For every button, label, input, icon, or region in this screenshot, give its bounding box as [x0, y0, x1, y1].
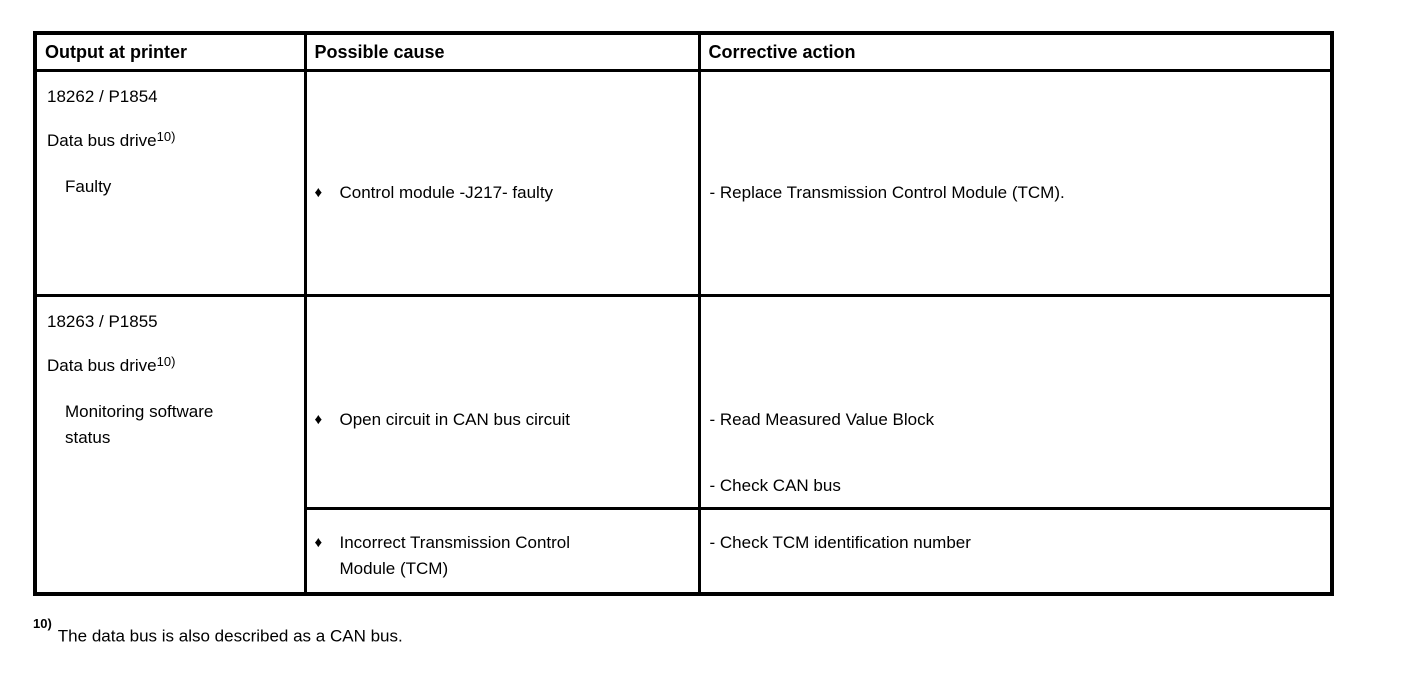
cause-text: Open circuit in CAN bus circuit: [339, 409, 571, 429]
col-header-output-at-printer: Output at printer: [33, 31, 307, 72]
footnote-ref-superscript: 10): [156, 128, 176, 144]
col-header-possible-cause: Possible cause: [303, 31, 701, 72]
dtc-code: 18262 / P1854: [47, 86, 158, 106]
diamond-bullet-icon: ♦: [314, 533, 323, 551]
dtc-description-text: Data bus drive: [47, 355, 157, 375]
footnote-text: The data bus is also described as a CAN …: [57, 626, 403, 646]
table-row-18262: 18262 / P1854 Data bus drive10) Faulty ♦…: [33, 68, 1334, 297]
footnote: 10) The data bus is also described as a C…: [33, 616, 403, 650]
dtc-table: Output at printer Possible cause Correct…: [33, 31, 1334, 596]
table-row-18263-sub1: 18263 / P1855 Data bus drive10) Monitori…: [33, 293, 1334, 596]
table-row-18263-sub2: ♦ Incorrect Transmission Control Module …: [35, 506, 1334, 596]
dtc-description: Data bus drive10): [47, 128, 296, 154]
dtc-status: Faulty: [65, 176, 112, 196]
dtc-code: 18263 / P1855: [47, 311, 158, 331]
cell-output-18263: 18263 / P1855 Data bus drive10) Monitori…: [33, 293, 307, 596]
cause-item: ♦ Control module -J217- faulty: [315, 180, 690, 206]
cause-text: Incorrect Transmission Control Module (T…: [339, 532, 571, 578]
footnote-marker: 10): [33, 616, 52, 631]
diamond-bullet-icon: ♦: [314, 410, 323, 428]
col-header-corrective-action: Corrective action: [697, 31, 1334, 72]
action-text: - Replace Transmission Control Module (T…: [709, 182, 1065, 202]
footnote-ref-superscript: 10): [156, 353, 176, 369]
cell-cause-incorrect-tcm: ♦ Incorrect Transmission Control Module …: [303, 506, 701, 596]
cell-cause-open-circuit: ♦ Open circuit in CAN bus circuit: [303, 293, 701, 510]
cell-output-18262: 18262 / P1854 Data bus drive10) Faulty: [33, 68, 307, 297]
dtc-description-text: Data bus drive: [47, 130, 157, 150]
action-text: - Check TCM identification number: [709, 532, 971, 552]
cell-cause-18262: ♦ Control module -J217- faulty: [303, 68, 701, 297]
action-text: - Check CAN bus: [709, 475, 841, 495]
dtc-description: Data bus drive10): [47, 353, 296, 379]
cause-item: ♦ Incorrect Transmission Control Module …: [315, 530, 690, 582]
action-text: - Read Measured Value Block: [709, 409, 935, 429]
table-header-row: Output at printer Possible cause Correct…: [33, 31, 1334, 72]
cell-action-incorrect-tcm: - Check TCM identification number: [697, 506, 1334, 596]
cause-text: Control module -J217- faulty: [339, 182, 554, 202]
cell-action-18262: - Replace Transmission Control Module (T…: [697, 68, 1334, 297]
cause-item: ♦ Open circuit in CAN bus circuit: [315, 407, 690, 433]
cell-action-open-circuit: - Read Measured Value Block - Check CAN …: [697, 293, 1334, 510]
dtc-status: Monitoring software status: [65, 401, 214, 447]
diamond-bullet-icon: ♦: [314, 183, 323, 201]
